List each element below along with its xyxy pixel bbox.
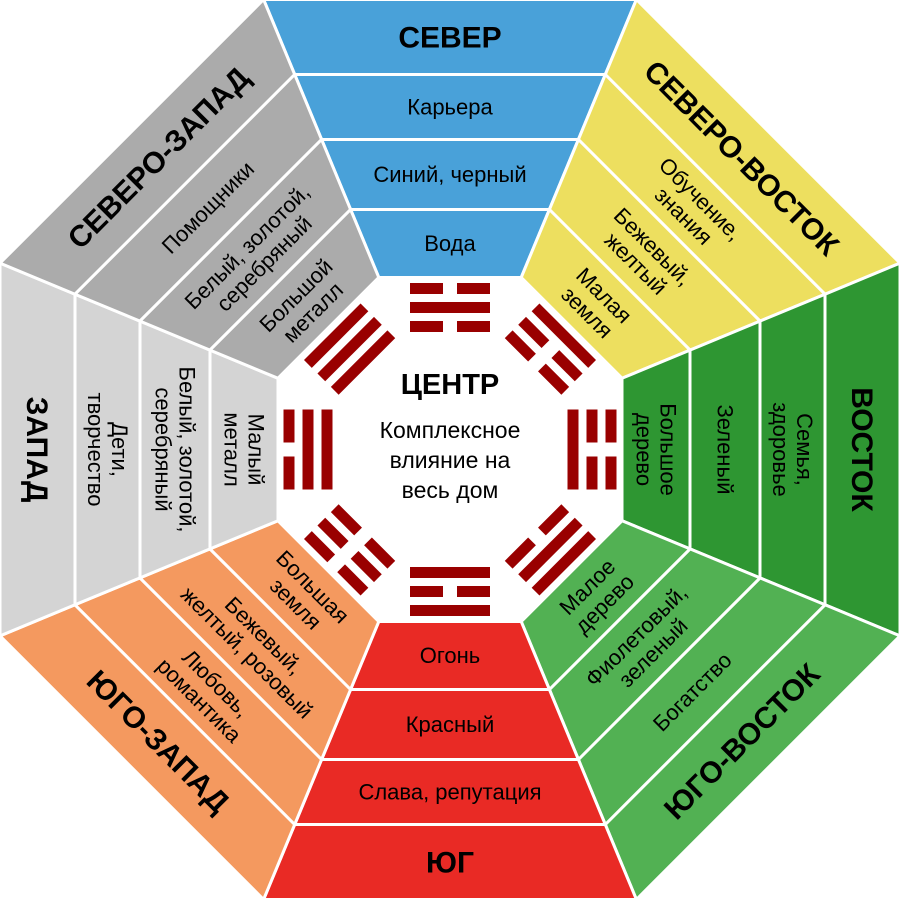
trigram-line-broken (317, 517, 349, 549)
trigram-line-broken (330, 504, 362, 536)
trigram-line-broken (457, 283, 490, 294)
sector-south-element-label: Огонь (420, 643, 481, 668)
trigram-north (410, 283, 490, 332)
sector-west-colors-label: Белый, золотой,серебряный (150, 367, 199, 533)
sector-west-sphere-label: Дети,творчество (83, 393, 132, 507)
trigram-northwest (303, 303, 396, 395)
trigram-line-broken (551, 350, 583, 382)
center-title: ЦЕНТР (401, 369, 500, 401)
sector-west-element-label: Малыйметалл (219, 412, 268, 486)
trigram-line-solid (410, 605, 490, 616)
trigram-line-broken (538, 504, 570, 536)
trigram-southwest (303, 504, 396, 596)
sector-east-sphere-label: Семья,здоровье (768, 402, 817, 497)
sector-north-name-label: СЕВЕР (398, 22, 501, 55)
trigram-line-broken (586, 409, 598, 443)
sector-south: ЮГ Слава, репутация Красный Огонь (262, 620, 638, 899)
trigram-line-solid (531, 303, 597, 368)
trigram-line-broken (457, 321, 490, 332)
sector-north-sphere-label: Карьера (407, 95, 493, 120)
sector-east-element-label: Большоедерево (631, 403, 680, 496)
trigram-line-broken (283, 409, 295, 443)
trigram-line-solid (302, 409, 314, 490)
trigram-line-broken (605, 409, 617, 443)
trigram-southeast (504, 504, 597, 596)
trigram-line-broken (586, 456, 598, 490)
trigram-line-solid (303, 303, 369, 368)
trigram-line-solid (317, 316, 382, 382)
sector-northeast: СЕВЕРО-ВОСТОКОбучение,знанияБежевый,желт… (519, 0, 900, 381)
sector-southeast: ЮГО-ВОСТОКБогатствоФиолетовый,зеленыйМал… (519, 518, 900, 899)
trigram-line-broken (457, 586, 490, 597)
sector-south-name-label: ЮГ (426, 847, 474, 880)
trigram-line-solid (531, 531, 597, 596)
sector-south-sphere-label: Слава, репутация (358, 780, 541, 805)
trigram-line-solid (410, 567, 490, 578)
trigram-line-broken (283, 456, 295, 490)
trigram-line-broken (518, 316, 550, 349)
trigram-northeast (504, 303, 597, 395)
trigram-line-solid (567, 409, 579, 490)
sector-south-colors-label: Красный (406, 712, 495, 737)
trigram-line-broken (337, 564, 369, 596)
trigram-line-broken (605, 456, 617, 490)
sector-west-name-label: ЗАПАД (20, 397, 53, 503)
trigram-line-broken (410, 586, 443, 597)
trigram-line-broken (504, 330, 536, 362)
trigram-west (283, 409, 333, 490)
trigram-line-broken (538, 363, 570, 395)
trigram-line-solid (410, 302, 490, 313)
trigram-line-solid (330, 330, 396, 395)
trigram-line-solid (518, 517, 583, 583)
trigram-line-broken (410, 321, 443, 332)
sector-east-colors-label: Зеленый (712, 404, 737, 494)
trigram-line-broken (364, 537, 396, 569)
sector-east-name-label: ВОСТОК (845, 387, 878, 512)
sector-east: ВОСТОК Семья,здоровье Зеленый Большоедерево (620, 261, 900, 638)
trigram-line-broken (504, 537, 536, 569)
trigram-line-solid (321, 409, 333, 490)
sector-north-element-label: Вода (424, 231, 476, 256)
trigram-line-broken (410, 283, 443, 294)
trigram-south (410, 567, 490, 616)
trigram-line-broken (303, 531, 336, 563)
sector-north-colors-label: Синий, черный (373, 162, 526, 187)
trigram-line-broken (350, 550, 382, 583)
sector-southwest: ЮГО-ЗАПАДЛюбовь,романтикаБежевый,желтый,… (0, 518, 381, 899)
trigram-east (567, 409, 617, 490)
